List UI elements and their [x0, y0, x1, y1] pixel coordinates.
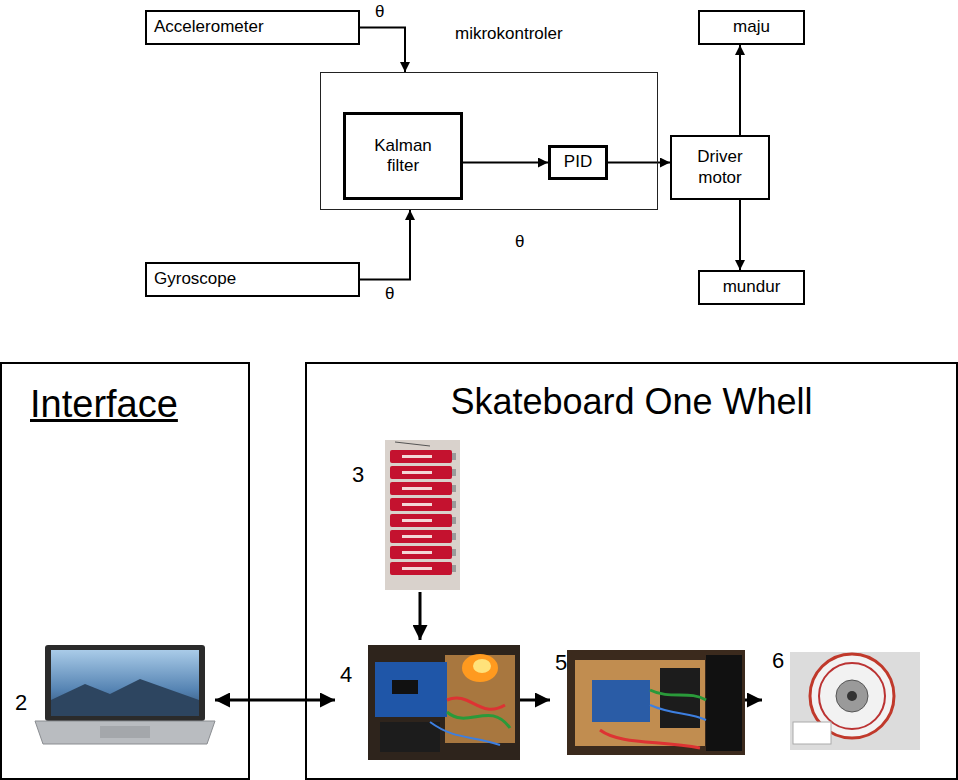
laptop-lid — [45, 645, 205, 721]
arrow-connector — [520, 699, 550, 702]
battery-cell — [390, 482, 452, 495]
driver-box: Driver motor — [670, 135, 770, 200]
motor-wheel-node: 6 — [762, 648, 922, 753]
callout-number: 5 — [555, 650, 567, 676]
driver-board-node: 5 — [550, 645, 745, 757]
box-label: PID — [564, 152, 592, 172]
motor-wheel-picture — [790, 652, 920, 750]
box-label: Gyroscope — [154, 269, 236, 289]
output-box: maju — [698, 10, 805, 45]
box-label: maju — [733, 17, 770, 37]
flame-core — [473, 659, 491, 673]
battery-cell — [390, 450, 452, 463]
signal-label: θ — [512, 232, 527, 252]
sensor-box: Gyroscope — [145, 262, 360, 297]
wire — [430, 722, 500, 745]
arrow-connector — [360, 210, 410, 280]
battery-cell — [390, 498, 452, 511]
flame-glow — [462, 654, 498, 682]
wire — [447, 698, 505, 709]
box-label: Kalman filter — [368, 136, 438, 177]
battery-pack-picture — [385, 440, 460, 590]
filter-box: Kalman filter — [343, 112, 463, 200]
box-label: Driver motor — [690, 147, 750, 188]
callout-number: 4 — [340, 662, 352, 688]
battery-stripes — [402, 455, 432, 570]
battery-stick — [395, 442, 430, 446]
laptop-screen — [51, 650, 199, 716]
arrow-connector — [739, 200, 741, 270]
arrow-connector — [360, 28, 405, 73]
battery-cell — [390, 466, 452, 479]
interface-panel: Interface 2 — [0, 362, 250, 780]
arrow-connector — [745, 699, 762, 702]
wire — [600, 730, 700, 748]
arrow-connector — [215, 699, 335, 702]
battery-node: 3 — [345, 440, 465, 592]
arrow-connector — [608, 162, 670, 164]
battery-cell — [390, 530, 452, 543]
dark-module — [380, 722, 440, 752]
battery-cell — [390, 546, 452, 559]
wire — [650, 705, 706, 720]
driver-board-picture — [567, 650, 745, 755]
box-label: mundur — [723, 277, 781, 297]
callout-number: 3 — [352, 462, 364, 488]
battery-caps — [452, 453, 456, 572]
pid-box: PID — [548, 145, 608, 180]
wire — [447, 712, 510, 728]
battery-cell — [390, 514, 452, 527]
white-plate — [793, 722, 831, 744]
laptop-touchpad — [100, 726, 150, 738]
battery-cell — [390, 562, 452, 575]
wood-base — [575, 660, 705, 746]
wheel-photo-ground — [790, 652, 920, 750]
blue-board — [375, 662, 447, 717]
wheel-axle — [847, 691, 857, 701]
blue-board — [592, 680, 650, 722]
group-heading: mikrokontroler — [451, 24, 567, 44]
controller-group: mikrokontrolerKalman filterPID — [320, 72, 658, 210]
controller-board-picture — [368, 645, 520, 760]
board-photo-ground — [567, 650, 745, 755]
skateboard-panel: Skateboard One Whell 3 4 5 6 — [305, 362, 958, 780]
chip — [392, 680, 418, 694]
laptop-picture — [35, 645, 215, 744]
signal-label: θ — [382, 284, 397, 304]
laptop-base — [35, 721, 215, 744]
battery-photo-ground — [385, 440, 460, 590]
box-label: Accelerometer — [154, 17, 264, 37]
output-box: mundur — [698, 270, 805, 305]
board-photo-ground — [368, 645, 520, 760]
wire — [650, 690, 706, 700]
arrow-connector — [419, 592, 422, 640]
sensor-box: Accelerometer — [145, 10, 360, 45]
arrow-connector — [739, 45, 741, 135]
panel-heading: Skateboard One Whell — [307, 380, 956, 423]
panel-heading: Interface — [30, 382, 178, 428]
wheel-ring — [819, 663, 885, 729]
dark-module — [660, 668, 700, 728]
callout-number: 6 — [772, 648, 784, 674]
wheel-hub — [836, 680, 868, 712]
arrow-connector — [463, 162, 548, 164]
wood-base — [445, 655, 515, 743]
laptop-node: 2 — [10, 640, 215, 755]
screen-hills — [51, 679, 199, 716]
callout-number: 2 — [15, 690, 27, 716]
controller-board-node: 4 — [335, 640, 520, 762]
signal-label: θ — [372, 2, 387, 22]
black-part — [706, 655, 742, 751]
